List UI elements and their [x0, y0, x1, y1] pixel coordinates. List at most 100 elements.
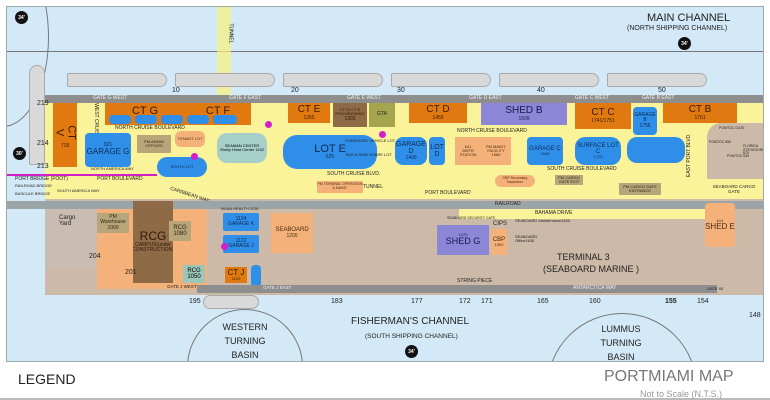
terminal-ctd[interactable]: CT D 1455: [409, 103, 467, 123]
garage-g[interactable]: 921 GARAGE G: [85, 133, 131, 167]
terminal-name: CT D: [426, 104, 450, 116]
main-channel-sub: (NORTH SHIPPING CHANNEL): [627, 25, 728, 32]
mdfr-station[interactable]: 641 MDFR STATION: [455, 137, 481, 165]
terminal-provisioning[interactable]: CT D/ CT E PROVISIONING 1303: [333, 103, 367, 127]
parking-area: [251, 265, 261, 287]
pm-warehouse[interactable]: PM Warehouse 1000: [97, 213, 129, 233]
terminal3-sub: (SEABOARD MARINE ): [543, 264, 640, 274]
basin-label: TURNING: [600, 338, 642, 348]
fishermans-channel-sub: (SOUTH SHIPPING CHANNEL): [365, 333, 458, 340]
gate-label: GATE B EAST: [642, 95, 675, 101]
location-pin-icon: [191, 153, 198, 160]
garage-d[interactable]: GARAGE D 1400: [395, 137, 427, 165]
garage-name: GARAGE B: [634, 112, 656, 124]
rcg-1080[interactable]: RCG 1080: [169, 221, 191, 241]
basin-label: TURNING: [224, 336, 266, 346]
seaboard-1200[interactable]: SEABOARD 1200: [271, 213, 313, 253]
facility-name: SEAMAN CENTER: [224, 142, 260, 148]
berth-number: 154: [697, 298, 709, 305]
tenant-lot[interactable]: TENANT LOT: [175, 131, 205, 147]
rcg-campus[interactable]: RCG CAMPUS(under CONSTRUCTION): [133, 201, 173, 283]
terminal-ctv[interactable]: CT V 718: [53, 103, 77, 167]
berth-number: 20: [291, 87, 299, 94]
shed-g[interactable]: 1470 SHED G: [437, 225, 489, 255]
lot-d[interactable]: LOT D: [429, 137, 445, 165]
garage-name: GARAGE J: [228, 243, 254, 249]
shed-code: 1509: [518, 115, 530, 122]
lot-code: 625: [325, 154, 335, 161]
basin-label: BASIN: [607, 352, 635, 362]
gta-facility[interactable]: GTA: [369, 103, 395, 127]
cargo-yard-area: [45, 209, 105, 269]
berth-number: 172: [459, 298, 471, 305]
garage-b[interactable]: GARAGE B 1756: [633, 107, 657, 135]
facility-code: 641: [464, 143, 472, 149]
facility-label: POMTOC 635: [727, 154, 750, 158]
seaboard-cargo-gate[interactable]: SEABOARD CARGO GATE: [711, 183, 757, 197]
terminal-name: CT G: [131, 104, 159, 117]
facility-name: GTA: [377, 111, 387, 118]
basin-label: LUMMUS: [601, 324, 641, 334]
ship-berth: [29, 65, 45, 165]
garage-code: 1122: [235, 237, 247, 244]
terminal-code: 1303: [344, 115, 356, 122]
pm-cargo-exit[interactable]: PM CARGO GATE EXIT: [555, 175, 583, 185]
railroad: [7, 201, 763, 209]
pm-admin-offices[interactable]: PM ADMIN OFFICES: [137, 135, 171, 153]
shed-code: 1470: [458, 232, 468, 238]
facility-name: PM MAINT. FACILITY: [485, 143, 507, 153]
south-pier: [197, 285, 717, 293]
pm-maint-facility[interactable]: PM MAINT. FACILITY 1580: [481, 137, 511, 165]
facility-code: 1000: [107, 224, 119, 231]
road-label: NORTH CRUISE BOULEVARD: [115, 125, 185, 131]
road-label: NORTH CRUISE BOULEVARD: [457, 128, 527, 134]
garage-j[interactable]: 1122 GARAGE J: [223, 235, 259, 253]
garage-name: GARAGE C: [529, 145, 561, 152]
lot-name: LOT D: [430, 143, 444, 158]
shed-b[interactable]: SHED B 1509: [481, 103, 567, 125]
facility-name: PM CARGO GATE EXIT: [558, 175, 580, 184]
facility-name: CBP: [492, 236, 506, 243]
gate-label: GATE E WEST: [347, 95, 381, 101]
road-label: BAHAMA DRIVE: [535, 210, 573, 216]
shed-name: SHED G: [445, 236, 481, 247]
road-label: RAILROAD: [495, 201, 521, 207]
facility-code: 1580: [491, 152, 501, 158]
road-label: PORT BRIDGE (FOOT): [15, 176, 68, 182]
pm-cargo-entrance[interactable]: PM CARGO GATE ENTRANCE: [619, 183, 661, 195]
map-title: PORTMIAMI MAP: [604, 368, 734, 385]
terminal-cte[interactable]: CT E 1265: [288, 103, 330, 123]
berth-number: 214: [37, 140, 49, 147]
garage-c[interactable]: GARAGE C 1648: [527, 137, 563, 165]
port-bridge-path: [7, 174, 157, 176]
surface-lot-c[interactable]: SURFACE LOT C 1720: [575, 137, 621, 165]
rcg-1050[interactable]: RCG 1050: [183, 265, 205, 283]
cbp-1500[interactable]: CBP 1500: [491, 229, 507, 255]
terminal-ctb[interactable]: CT B 1761: [663, 103, 737, 123]
facility-label: SEABOARD Office1630: [515, 234, 538, 243]
shed-e[interactable]: 614 SHED E: [705, 203, 735, 247]
road-label: SOUTH CRUISE BLVD.: [327, 171, 381, 177]
berth-number: 177: [411, 298, 423, 305]
gate-label: GATE C WEST: [575, 95, 610, 101]
terminal-name: CT V: [54, 125, 77, 140]
berth-number: 160: [589, 298, 601, 305]
terminal-code: 1455: [432, 114, 444, 121]
lot-name: LOT E: [314, 142, 346, 155]
garage-k[interactable]: 1124 GARAGE K: [223, 213, 259, 231]
facility-name: PM TERMINAL OPERATION & MAINT.: [317, 182, 363, 190]
garage-code: 1648: [540, 151, 550, 157]
road-area: [459, 209, 709, 219]
terminal-code: 1741/1751: [591, 117, 615, 124]
terminal-ctc[interactable]: CT C 1741/1751: [575, 103, 631, 129]
road-label: RAILROAD BRIDGE: [15, 183, 52, 188]
location-pin-icon: [221, 243, 228, 250]
terminal-ctj[interactable]: CT J 1120: [225, 267, 247, 283]
lot-e[interactable]: LOT E 625: [283, 135, 377, 169]
ship-berth: [203, 295, 259, 309]
pm-terminal-ops[interactable]: PM TERMINAL OPERATION & MAINT.: [317, 181, 363, 193]
south-lot[interactable]: SOUTH LOT: [157, 157, 207, 177]
gate-label: GATE J EAST: [263, 285, 292, 290]
cbp-inspection[interactable]: CBP Secondary Inspection: [495, 175, 535, 187]
seaman-center[interactable]: SEAMAN CENTER Shelly Hoist Center 1152: [217, 133, 267, 163]
